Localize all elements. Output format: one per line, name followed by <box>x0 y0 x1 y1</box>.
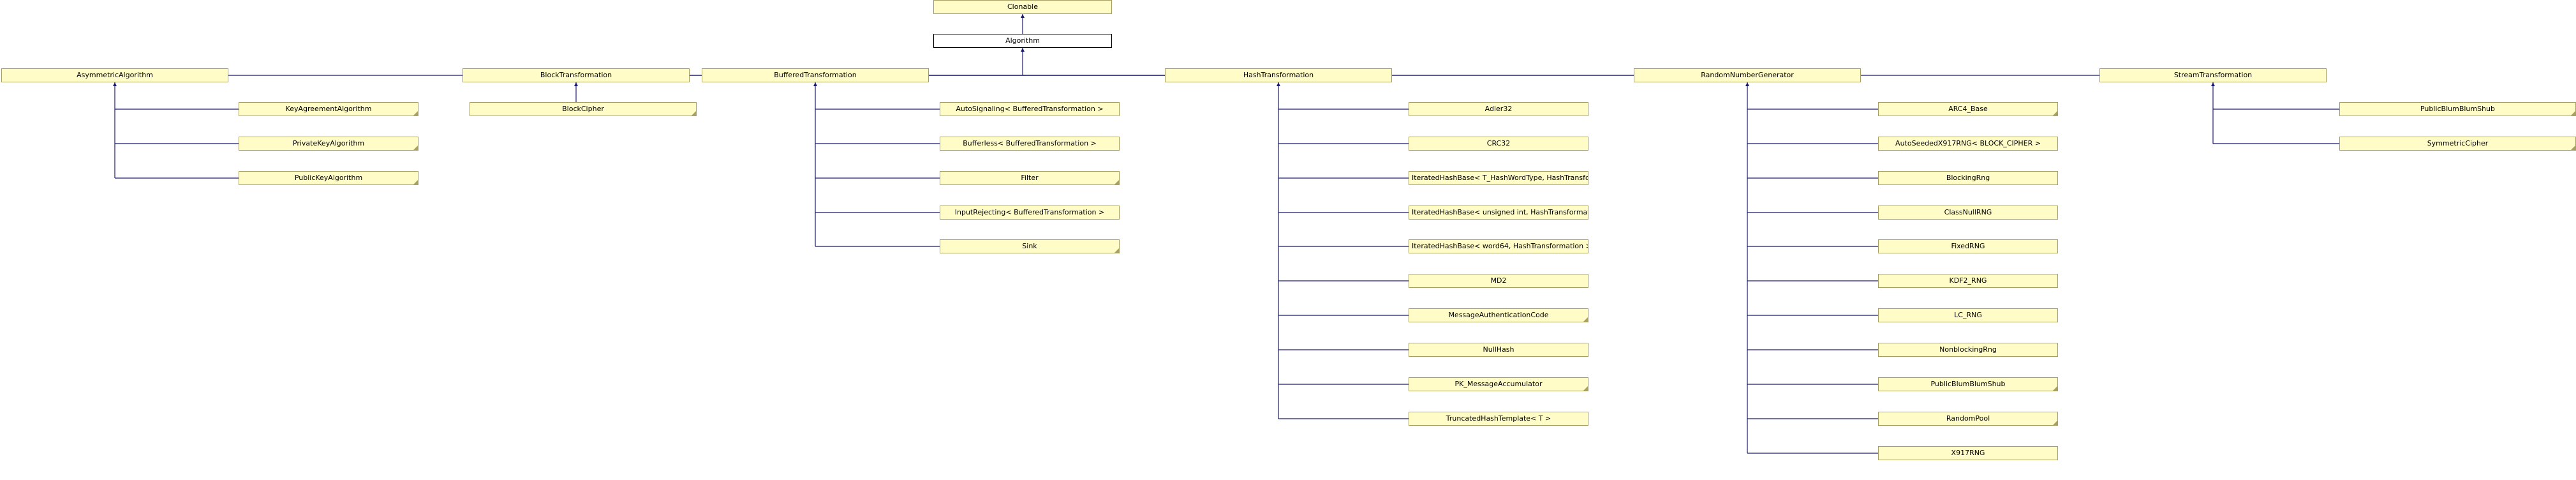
class-node-label: PublicBlumBlumShub <box>1930 380 2006 388</box>
class-node-bufferless[interactable]: Bufferless< BufferedTransformation > <box>940 137 1120 151</box>
class-node-label: NullHash <box>1483 345 1514 354</box>
class-node-clonable[interactable]: Clonable <box>933 0 1112 14</box>
class-node-label: Sink <box>1022 242 1037 250</box>
class-node-label: PK_MessageAccumulator <box>1455 380 1543 388</box>
class-node-label: RandomPool <box>1946 414 1990 423</box>
class-node-private-key-algorithm[interactable]: PrivateKeyAlgorithm <box>239 137 418 151</box>
class-node-label: HashTransformation <box>1243 71 1314 79</box>
class-node-kdf2-rng[interactable]: KDF2_RNG <box>1878 274 2058 288</box>
class-node-message-authentication-code[interactable]: MessageAuthenticationCode <box>1409 308 1588 322</box>
class-node-class-null-rng[interactable]: ClassNullRNG <box>1878 206 2058 220</box>
class-node-public-key-algorithm[interactable]: PublicKeyAlgorithm <box>239 171 418 185</box>
class-node-input-rejecting[interactable]: InputRejecting< BufferedTransformation > <box>940 206 1120 220</box>
class-node-null-hash[interactable]: NullHash <box>1409 343 1588 357</box>
class-node-random-number-generator[interactable]: RandomNumberGenerator <box>1634 68 1861 82</box>
class-node-label: NonblockingRng <box>1939 345 1997 354</box>
class-node-pk-message-accumulator[interactable]: PK_MessageAccumulator <box>1409 377 1588 391</box>
class-node-label: CRC32 <box>1486 139 1511 147</box>
class-node-stream-transformation[interactable]: StreamTransformation <box>2099 68 2327 82</box>
class-node-label: PublicKeyAlgorithm <box>294 174 363 182</box>
class-node-label: Filter <box>1021 174 1039 182</box>
class-node-label: AutoSeededX917RNG< BLOCK_CIPHER > <box>1895 139 2041 147</box>
class-node-label: AutoSignaling< BufferedTransformation > <box>956 105 1104 113</box>
class-node-adler32[interactable]: Adler32 <box>1409 102 1588 116</box>
class-node-label: IteratedHashBase< T_HashWordType, HashTr… <box>1412 174 1588 182</box>
class-node-iteratedhashbase-unsigned-int[interactable]: IteratedHashBase< unsigned int, HashTran… <box>1409 206 1588 220</box>
class-node-hash-transformation[interactable]: HashTransformation <box>1165 68 1392 82</box>
class-node-fixed-rng[interactable]: FixedRNG <box>1878 239 2058 253</box>
class-node-label: X917RNG <box>1951 449 1985 457</box>
class-node-symmetric-cipher[interactable]: SymmetricCipher <box>2339 137 2576 151</box>
class-node-label: AsymmetricAlgorithm <box>77 71 153 79</box>
class-node-label: PublicBlumBlumShub <box>2420 105 2496 113</box>
class-node-label: IteratedHashBase< unsigned int, HashTran… <box>1412 208 1588 216</box>
class-node-label: InputRejecting< BufferedTransformation > <box>954 208 1105 216</box>
class-node-truncated-hash-template[interactable]: TruncatedHashTemplate< T > <box>1409 412 1588 426</box>
class-node-blocking-rng[interactable]: BlockingRng <box>1878 171 2058 185</box>
class-node-arc4-base[interactable]: ARC4_Base <box>1878 102 2058 116</box>
class-node-asymmetric-algorithm[interactable]: AsymmetricAlgorithm <box>1 68 228 82</box>
class-node-key-agreement-algorithm[interactable]: KeyAgreementAlgorithm <box>239 102 418 116</box>
class-node-block-cipher[interactable]: BlockCipher <box>470 102 697 116</box>
class-node-label: TruncatedHashTemplate< T > <box>1446 414 1551 423</box>
class-node-label: Bufferless< BufferedTransformation > <box>963 139 1097 147</box>
class-node-label: ARC4_Base <box>1948 105 1988 113</box>
class-node-label: KeyAgreementAlgorithm <box>285 105 372 113</box>
class-node-auto-seeded-x917-rng[interactable]: AutoSeededX917RNG< BLOCK_CIPHER > <box>1878 137 2058 151</box>
class-node-filter[interactable]: Filter <box>940 171 1120 185</box>
class-node-label: BlockCipher <box>562 105 604 113</box>
class-node-algorithm[interactable]: Algorithm <box>933 34 1112 48</box>
class-node-sink[interactable]: Sink <box>940 239 1120 253</box>
class-node-label: MD2 <box>1490 276 1507 285</box>
class-node-auto-signaling[interactable]: AutoSignaling< BufferedTransformation > <box>940 102 1120 116</box>
class-node-crc32[interactable]: CRC32 <box>1409 137 1588 151</box>
class-node-label: LC_RNG <box>1954 311 1982 319</box>
class-node-label: Clonable <box>1007 3 1038 11</box>
class-node-label: BlockTransformation <box>540 71 612 79</box>
class-node-block-transformation[interactable]: BlockTransformation <box>463 68 690 82</box>
class-node-label: StreamTransformation <box>2173 71 2253 79</box>
class-node-nonblocking-rng[interactable]: NonblockingRng <box>1878 343 2058 357</box>
class-node-public-blum-blum-shub-stream[interactable]: PublicBlumBlumShub <box>2339 102 2576 116</box>
class-node-md2[interactable]: MD2 <box>1409 274 1588 288</box>
class-node-iteratedhashbase-t-hashwordtype[interactable]: IteratedHashBase< T_HashWordType, HashTr… <box>1409 171 1588 185</box>
class-node-label: MessageAuthenticationCode <box>1448 311 1549 319</box>
class-node-buffered-transformation[interactable]: BufferedTransformation <box>702 68 929 82</box>
class-node-public-blum-blum-shub-rng[interactable]: PublicBlumBlumShub <box>1878 377 2058 391</box>
class-node-lc-rng[interactable]: LC_RNG <box>1878 308 2058 322</box>
class-node-label: KDF2_RNG <box>1949 276 1987 285</box>
class-node-label: IteratedHashBase< word64, HashTransforma… <box>1412 242 1588 250</box>
class-node-x917-rng[interactable]: X917RNG <box>1878 446 2058 460</box>
class-node-label: BlockingRng <box>1946 174 1990 182</box>
class-node-label: Adler32 <box>1484 105 1513 113</box>
class-node-label: ClassNullRNG <box>1944 208 1992 216</box>
class-node-iteratedhashbase-word64[interactable]: IteratedHashBase< word64, HashTransforma… <box>1409 239 1588 253</box>
class-node-label: SymmetricCipher <box>2427 139 2489 147</box>
class-node-random-pool[interactable]: RandomPool <box>1878 412 2058 426</box>
class-node-label: BufferedTransformation <box>774 71 857 79</box>
class-node-label: PrivateKeyAlgorithm <box>292 139 365 147</box>
class-node-label: Algorithm <box>1005 36 1040 45</box>
class-node-label: FixedRNG <box>1951 242 1985 250</box>
class-node-label: RandomNumberGenerator <box>1701 71 1794 79</box>
